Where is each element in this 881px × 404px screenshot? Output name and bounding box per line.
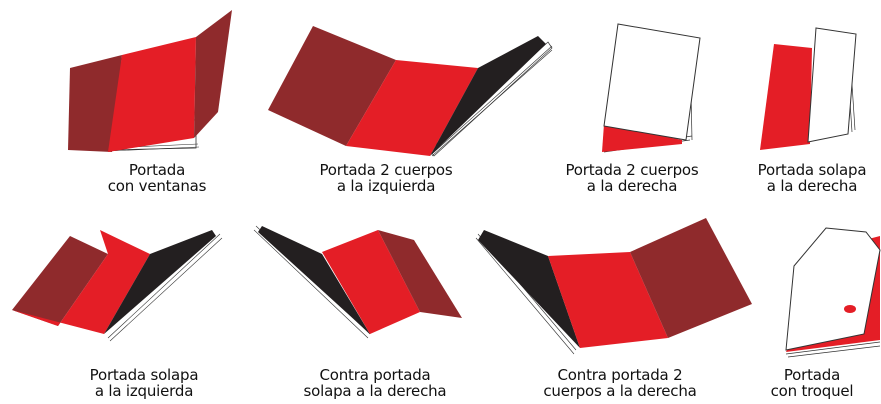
caption-line-2: con troquel [770,382,854,400]
caption-line-1: Portada solapa [89,366,199,384]
caption-line-1: Portada 2 cuerpos [565,161,699,179]
caption-line-1: Contra portada [319,366,431,384]
red-cover-panel [760,44,812,150]
center-cover-panel [108,37,196,152]
caption-line-2: cuerpos a la derecha [543,382,697,400]
caption-line-1: Portada [783,366,841,384]
folder-pages-stack [475,233,577,355]
caption-line-2: a la izquierda [336,177,436,195]
right-dark-panel [630,218,752,338]
left-flap-panel [268,26,396,146]
back-cover-panel [430,36,546,156]
caption-line-1: Portada [128,161,186,179]
white-flap-panel [807,27,857,143]
center-cover-panel [12,230,150,334]
caption-line-1: Portada 2 cuerpos [319,161,453,179]
folder-pages-stack [603,41,693,153]
folder-pages-stack [785,341,881,358]
black-back-panel [478,230,580,348]
die-cut-slot [844,305,856,313]
caption-portada-2-cuerpos-derecha: Portada 2 cuerpos a la derecha [548,162,716,194]
left-flap-panel [12,236,108,326]
center-red-panel [548,252,668,348]
folder-pages-stack [103,117,200,152]
caption-contra-portada-2-cuerpos-derecha: Contra portada 2 cuerpos a la derecha [522,367,718,399]
caption-line-2: a la derecha [586,177,678,195]
center-red-panel [322,230,420,334]
black-back-panel [258,226,370,334]
red-cover-panel [786,236,880,352]
folder-pages-stack [429,41,553,157]
folder-pages-stack [253,225,371,339]
caption-line-2: a la derecha [766,177,858,195]
white-page-panel [603,23,701,141]
caption-portada-solapa-izquierda: Portada solapa a la izquierda [64,367,224,399]
caption-line-1: Portada solapa [757,161,867,179]
caption-contra-portada-solapa-derecha: Contra portada solapa a la derecha [280,367,470,399]
caption-line-2: a la izquierda [94,382,194,400]
back-cover-panel [104,230,216,334]
caption-line-2: con ventanas [107,177,207,195]
folder-pages-stack [845,37,856,133]
right-flap-panel [378,230,462,318]
white-page-panel [785,227,881,351]
caption-line-1: Contra portada 2 [557,366,683,384]
folder-pages-stack [107,233,223,342]
left-window-flap [68,55,122,152]
caption-line-2: solapa a la derecha [303,382,447,400]
caption-portada-2-cuerpos-izquierda: Portada 2 cuerpos a la izquierda [302,162,470,194]
caption-portada-solapa-derecha: Portada solapa a la derecha [748,162,876,194]
right-window-flap [194,10,232,138]
caption-portada-con-ventanas: Portada con ventanas [92,162,222,194]
center-cover-panel [346,60,478,156]
caption-portada-con-troquel: Portada con troquel [756,367,868,399]
red-cover-panel [602,124,682,152]
